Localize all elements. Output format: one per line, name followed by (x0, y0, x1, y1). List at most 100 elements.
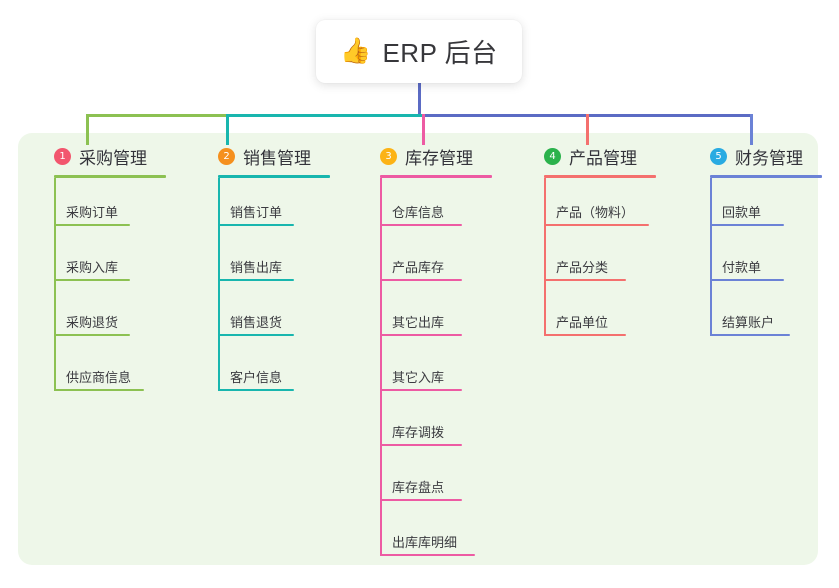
branch-item-underline (710, 224, 784, 226)
branch-item[interactable]: 其它入库 (362, 343, 492, 398)
branch-item-underline (380, 444, 462, 446)
branch-column-1: 1 采购管理采购订单采购入库采购退货供应商信息 (36, 144, 166, 398)
branch-header-1[interactable]: 1 采购管理 (36, 144, 166, 168)
drop-stem-5 (750, 114, 753, 145)
branch-underline (380, 175, 492, 178)
branch-item-label: 采购退货 (66, 315, 119, 330)
branch-number-badge: 3 (380, 147, 397, 165)
branch-item-underline (710, 279, 784, 281)
branch-item-underline (218, 334, 294, 336)
branch-item-label: 回款单 (722, 205, 762, 220)
branch-column-2: 2 销售管理销售订单销售出库销售退货客户信息 (200, 144, 330, 398)
branch-underline (54, 175, 166, 178)
branch-item-label: 供应商信息 (66, 370, 132, 385)
branch-item-label: 采购入库 (66, 260, 119, 275)
branch-column-3: 3 库存管理仓库信息产品库存其它出库其它入库库存调拨库存盘点出库库明细 (362, 144, 492, 563)
branch-item-label: 产品单位 (556, 315, 609, 330)
branch-item-label: 销售退货 (230, 315, 283, 330)
branch-item[interactable]: 结算账户 (692, 288, 822, 343)
branch-item-label: 产品分类 (556, 260, 609, 275)
branch-header-4[interactable]: 4 产品管理 (526, 144, 656, 168)
branch-item-label: 销售出库 (230, 260, 283, 275)
branch-title: 产品管理 (569, 148, 637, 168)
branch-items: 仓库信息产品库存其它出库其它入库库存调拨库存盘点出库库明细 (362, 178, 492, 563)
branch-item-label: 库存调拨 (392, 425, 445, 440)
drop-stem-1 (86, 114, 89, 145)
branch-item-underline (544, 224, 649, 226)
branch-underline (710, 175, 822, 178)
branch-item[interactable]: 其它出库 (362, 288, 492, 343)
root-stem-connector (418, 83, 421, 116)
drop-stem-3 (422, 114, 425, 145)
branch-item-underline (380, 224, 462, 226)
branch-header-2[interactable]: 2 销售管理 (200, 144, 330, 168)
branch-spine (54, 178, 56, 391)
branch-item[interactable]: 采购入库 (36, 233, 166, 288)
branch-item-label: 客户信息 (230, 370, 283, 385)
branch-spine (710, 178, 712, 336)
root-node[interactable]: 👍 ERP 后台 (316, 20, 522, 83)
branch-items: 销售订单销售出库销售退货客户信息 (200, 178, 330, 398)
branch-item[interactable]: 客户信息 (200, 343, 330, 398)
branch-title: 库存管理 (405, 148, 473, 168)
branch-item-label: 结算账户 (722, 315, 775, 330)
branch-item-underline (218, 389, 294, 391)
branch-item-underline (54, 334, 130, 336)
branch-item-underline (380, 389, 462, 391)
bus-segment-2 (226, 114, 424, 117)
branch-item-underline (218, 279, 294, 281)
branch-item[interactable]: 供应商信息 (36, 343, 166, 398)
branch-item-label: 销售订单 (230, 205, 283, 220)
branch-number-badge: 2 (218, 147, 235, 165)
branch-spine (544, 178, 546, 336)
branch-item[interactable]: 采购退货 (36, 288, 166, 343)
branch-item-label: 采购订单 (66, 205, 119, 220)
branch-item-underline (380, 499, 462, 501)
branch-item[interactable]: 产品（物料） (526, 178, 656, 233)
branch-item[interactable]: 销售订单 (200, 178, 330, 233)
branch-header-3[interactable]: 3 库存管理 (362, 144, 492, 168)
branch-number-badge: 4 (544, 147, 561, 165)
branch-item-label: 库存盘点 (392, 480, 445, 495)
branch-item-underline (54, 279, 130, 281)
thumbs-up-icon: 👍 (340, 37, 372, 65)
branch-item-underline (380, 554, 475, 556)
branch-item-label: 其它入库 (392, 370, 445, 385)
branch-item[interactable]: 销售退货 (200, 288, 330, 343)
branch-item[interactable]: 库存调拨 (362, 398, 492, 453)
branch-item[interactable]: 采购订单 (36, 178, 166, 233)
branch-item-label: 付款单 (722, 260, 762, 275)
branch-item[interactable]: 回款单 (692, 178, 822, 233)
branch-item-label: 产品库存 (392, 260, 445, 275)
branch-spine (380, 178, 382, 556)
branch-item-label: 产品（物料） (556, 205, 635, 220)
branch-items: 回款单付款单结算账户 (692, 178, 822, 343)
branch-underline (218, 175, 330, 178)
branch-item[interactable]: 产品分类 (526, 233, 656, 288)
root-title: ERP 后台 (382, 38, 498, 68)
branch-item-underline (710, 334, 790, 336)
branch-item-underline (544, 279, 626, 281)
branch-number-badge: 5 (710, 147, 727, 165)
branch-underline (544, 175, 656, 178)
branch-item[interactable]: 仓库信息 (362, 178, 492, 233)
branch-item-label: 仓库信息 (392, 205, 445, 220)
bus-segment-1 (86, 114, 228, 117)
branch-number-badge: 1 (54, 147, 71, 165)
branch-title: 采购管理 (79, 148, 147, 168)
branch-item[interactable]: 销售出库 (200, 233, 330, 288)
branch-item[interactable]: 出库库明细 (362, 508, 492, 563)
drop-stem-2 (226, 114, 229, 145)
branch-title: 销售管理 (243, 148, 311, 168)
branch-item[interactable]: 库存盘点 (362, 453, 492, 508)
branches-panel (18, 133, 818, 565)
branch-item[interactable]: 产品库存 (362, 233, 492, 288)
branch-item-label: 其它出库 (392, 315, 445, 330)
branch-item[interactable]: 产品单位 (526, 288, 656, 343)
branch-item[interactable]: 付款单 (692, 233, 822, 288)
branch-item-underline (380, 279, 462, 281)
branch-items: 产品（物料） 产品分类产品单位 (526, 178, 656, 343)
